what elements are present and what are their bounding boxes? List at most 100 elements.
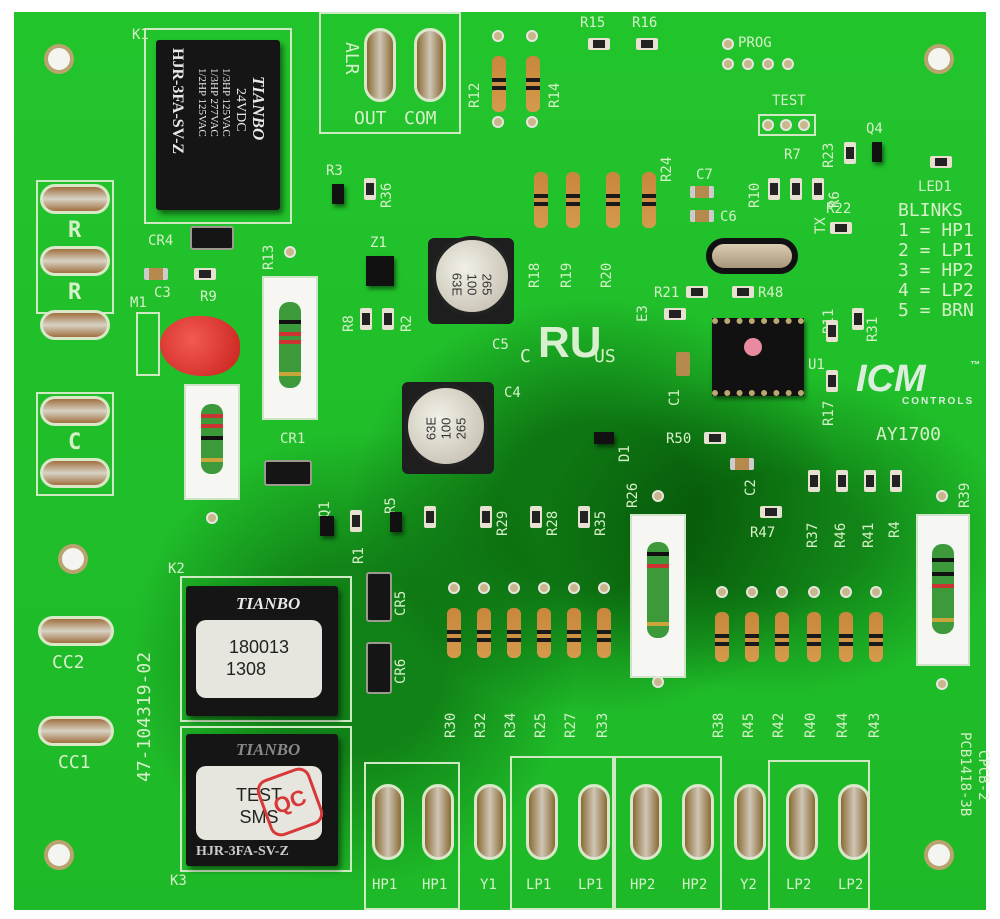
terminal-y2[interactable] (734, 784, 766, 860)
crystal-oscillator (706, 238, 798, 274)
c4-line-2: 100 (438, 417, 454, 440)
prog-pin[interactable] (782, 58, 794, 70)
ref-r50: R50 (666, 431, 692, 447)
ref-tx: TX (813, 217, 829, 234)
header-prog-label: PROG (738, 35, 772, 51)
hp2-outline (614, 756, 722, 910)
ref-r10: R10 (747, 182, 763, 208)
terminal-r-3[interactable] (40, 310, 110, 340)
blinks-title: BLINKS (898, 200, 964, 221)
led-ref-label: LED1 (918, 179, 952, 195)
ref-r42: R42 (771, 712, 787, 738)
ref-r4: R4 (887, 521, 903, 538)
ref-r25: R25 (533, 712, 549, 738)
terminal-cc1[interactable] (38, 716, 114, 746)
terminal-label-cc2: CC2 (52, 652, 85, 673)
ref-cr5: CR5 (393, 590, 409, 616)
capacitor-c7 (690, 186, 714, 198)
pad (508, 582, 520, 594)
terminal-lp1-a[interactable] (526, 784, 558, 860)
resistor-r11 (826, 320, 838, 342)
prog-pin[interactable] (742, 58, 754, 70)
terminal-cc2[interactable] (38, 616, 114, 646)
ul-us: US (594, 346, 616, 367)
ref-q4: Q4 (866, 121, 883, 137)
c5-line-3: 63E (449, 272, 465, 297)
ref-r2: R2 (399, 315, 415, 332)
ref-r16: R16 (632, 15, 658, 31)
ref-r35: R35 (593, 510, 609, 536)
relay-k2: TIANBO 180013 1308 (186, 586, 338, 716)
resistor-r45 (745, 612, 759, 662)
resistor-r-unlabeled (424, 506, 436, 528)
terminal-alarm-com[interactable] (414, 28, 446, 102)
pad (526, 30, 538, 42)
pad (776, 586, 788, 598)
transistor-q1 (320, 516, 334, 536)
k1-rating-2: 1/3HP 277VAC (208, 68, 220, 137)
k2-outline (180, 576, 352, 722)
transistor-q-r3 (332, 184, 344, 204)
c-terminal-outline (36, 392, 114, 496)
ref-cr4: CR4 (148, 233, 174, 249)
terminal-y1[interactable] (474, 784, 506, 860)
k2-sticker-line-2: 1308 (226, 659, 267, 679)
terminal-hp1-b[interactable] (422, 784, 454, 860)
resistor-r15 (588, 38, 610, 50)
k2-brand: TIANBO (236, 594, 301, 613)
pad (526, 116, 538, 128)
terminal-lp2-b[interactable] (838, 784, 870, 860)
ref-r23: R23 (821, 142, 837, 168)
resistor-r18 (534, 172, 548, 228)
transistor-q4 (872, 142, 882, 162)
k3-outline (180, 726, 352, 872)
terminal-c-2[interactable] (40, 458, 110, 488)
terminal-alarm-out[interactable] (364, 28, 396, 102)
ref-k3: K3 (170, 873, 187, 889)
resistor-r19 (566, 172, 580, 228)
terminal-c-1[interactable] (40, 396, 110, 426)
test-pin[interactable] (780, 119, 792, 131)
ref-r3: R3 (326, 163, 343, 179)
ref-r12: R12 (467, 82, 483, 108)
varistor-m1 (160, 316, 240, 376)
prog-pin[interactable] (722, 38, 734, 50)
relay-k3: TIANBO TEST SMS QC HJR-3FA-SV-Z (186, 734, 338, 866)
ref-r1: R1 (351, 547, 367, 564)
resistor-r10 (768, 178, 780, 200)
terminal-hp2-b[interactable] (682, 784, 714, 860)
pad (652, 676, 664, 688)
pad (568, 582, 580, 594)
prog-pin[interactable] (722, 58, 734, 70)
blinks-row-1: 1 = HP1 (898, 220, 974, 241)
terminal-lp2-a[interactable] (786, 784, 818, 860)
terminal-lp1-b[interactable] (578, 784, 610, 860)
ref-r18: R18 (527, 262, 543, 288)
terminal-hp2-a[interactable] (630, 784, 662, 860)
ref-c6: C6 (720, 209, 737, 225)
k3-label: TEST SMS QC (196, 764, 327, 840)
icm-tm: ™ (970, 360, 980, 371)
prog-pin[interactable] (762, 58, 774, 70)
ref-r32: R32 (473, 712, 489, 738)
capacitor-c2 (730, 458, 754, 470)
resistor-r25 (537, 608, 551, 658)
resistor-r41 (864, 470, 876, 492)
relay-k1: TIANBO 24VDC 1/3HP 125VAC 1/3HP 277VAC 1… (156, 40, 280, 210)
ref-c7: C7 (696, 167, 713, 183)
terminal-r-1[interactable] (40, 184, 110, 214)
test-pin[interactable] (762, 119, 774, 131)
terminal-hp1-a[interactable] (372, 784, 404, 860)
c4-line-3: 265 (453, 417, 469, 440)
ref-r9: R9 (200, 289, 217, 305)
resistor-r27 (567, 608, 581, 658)
terminal-label-y2: Y2 (740, 877, 757, 893)
ref-d1: D1 (617, 445, 633, 462)
test-pin[interactable] (798, 119, 810, 131)
terminal-r-2[interactable] (40, 246, 110, 276)
resistor-r29 (480, 506, 492, 528)
pad (936, 490, 948, 502)
terminal-label-com: COM (404, 108, 437, 129)
resistor-r13 (279, 302, 301, 388)
ref-r45: R45 (741, 712, 757, 738)
